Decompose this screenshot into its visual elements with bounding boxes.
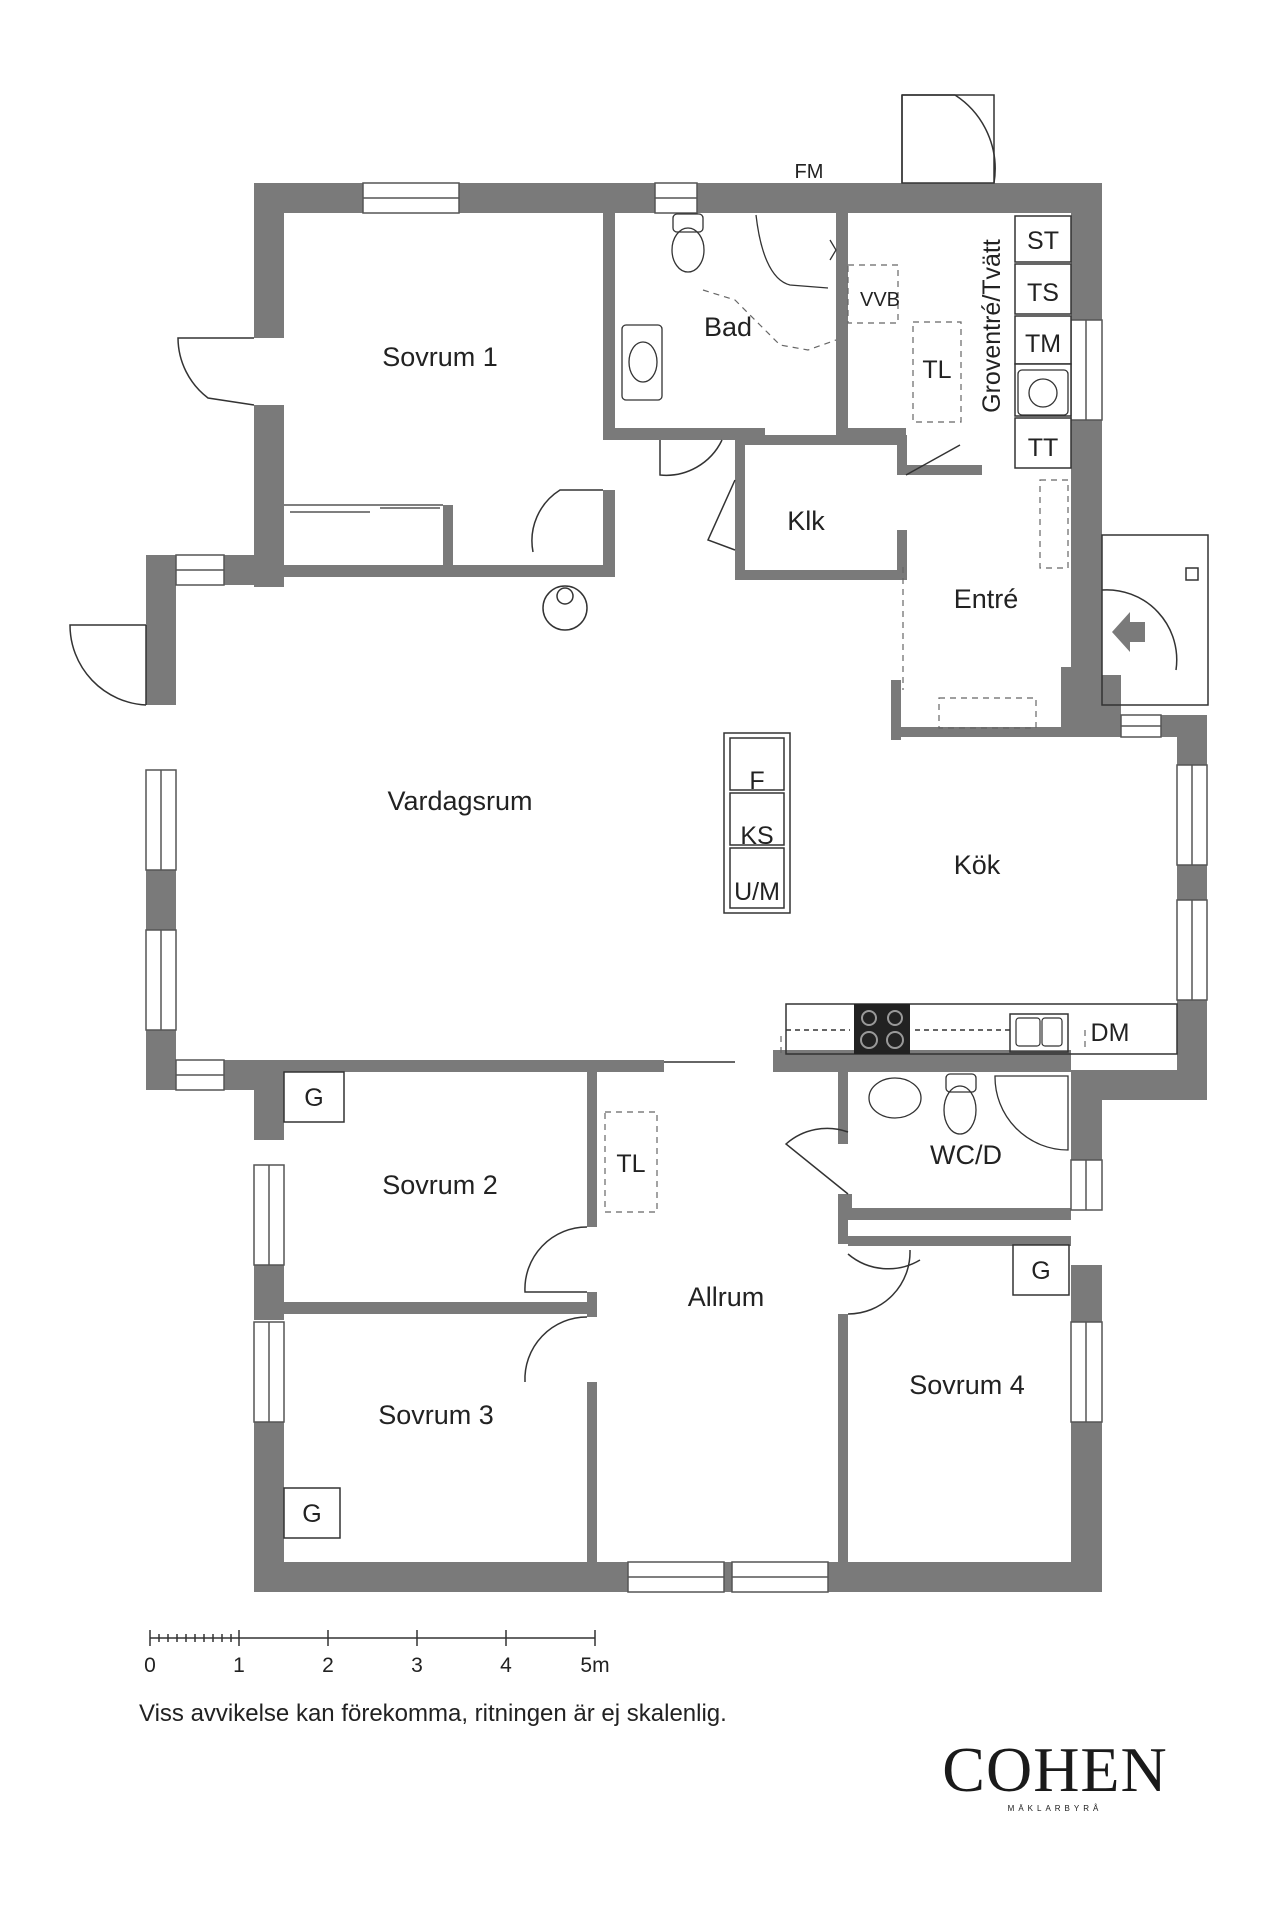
label-vvb: VVB bbox=[860, 289, 900, 311]
room-groventre: Groventré/Tvätt bbox=[978, 239, 1006, 413]
shower-icon bbox=[994, 1075, 1069, 1151]
entrance-arrow-icon bbox=[1112, 612, 1145, 652]
label-um: U/M bbox=[734, 878, 780, 906]
label-tl-upper: TL bbox=[922, 356, 951, 384]
scale-label-3: 3 bbox=[411, 1654, 423, 1677]
wardrobes bbox=[283, 1071, 1070, 1539]
label-f: F bbox=[749, 767, 764, 795]
room-entre: Entré bbox=[954, 584, 1019, 614]
room-sovrum1: Sovrum 1 bbox=[382, 342, 498, 372]
laundry-column bbox=[1014, 215, 1072, 469]
room-bad: Bad bbox=[704, 312, 752, 342]
sovrum1-wardrobe bbox=[284, 504, 443, 513]
interior-walls bbox=[284, 213, 1081, 1562]
room-klk: Klk bbox=[787, 506, 825, 536]
label-st: ST bbox=[1027, 227, 1059, 255]
logo-wordmark: COHEN bbox=[942, 1734, 1168, 1805]
room-vardagsrum: Vardagsrum bbox=[387, 786, 532, 816]
bathroom-fixtures bbox=[621, 213, 1069, 1151]
kitchen-sink-icon bbox=[1015, 1017, 1063, 1047]
room-allrum: Allrum bbox=[688, 1282, 765, 1312]
dashed-outlines bbox=[604, 264, 1086, 1213]
label-ts: TS bbox=[1027, 279, 1059, 307]
sink-bad-icon bbox=[621, 324, 663, 401]
label-dm: DM bbox=[1091, 1019, 1130, 1047]
scale-bar bbox=[149, 1630, 596, 1646]
label-g-sovrum4: G bbox=[1031, 1257, 1050, 1285]
toilet-wc-icon bbox=[943, 1085, 977, 1135]
cohen-logo: COHEN MÄKLARBYRÅ bbox=[935, 1734, 1175, 1814]
room-wcd: WC/D bbox=[930, 1140, 1002, 1170]
label-g-sovrum3: G bbox=[302, 1500, 321, 1528]
label-ks: KS bbox=[740, 822, 773, 850]
kitchen-island bbox=[723, 732, 791, 914]
label-g-sovrum2: G bbox=[304, 1084, 323, 1112]
doors bbox=[69, 94, 1178, 1383]
scale-label-0: 0 bbox=[144, 1654, 156, 1677]
sink-laundry-icon bbox=[1017, 369, 1069, 416]
scale-label-1: 1 bbox=[233, 1654, 245, 1677]
label-tl-lower: TL bbox=[616, 1150, 645, 1178]
scale-label-5: 5m bbox=[580, 1654, 609, 1677]
room-sovrum3: Sovrum 3 bbox=[378, 1400, 494, 1430]
kitchen-counter bbox=[785, 1003, 1178, 1055]
scale-label-2: 2 bbox=[322, 1654, 334, 1677]
drain-icon bbox=[542, 585, 588, 631]
cooktop-icon bbox=[854, 1004, 910, 1054]
disclaimer-text: Viss avvikelse kan förekomma, ritningen … bbox=[139, 1700, 727, 1727]
room-kok: Kök bbox=[954, 850, 1001, 880]
label-tm: TM bbox=[1025, 330, 1061, 358]
windows bbox=[145, 182, 1208, 1593]
entrance-porch bbox=[1101, 534, 1209, 706]
sink-wc-icon bbox=[868, 1077, 922, 1119]
scale-label-4: 4 bbox=[500, 1654, 512, 1677]
logo-subtitle: MÄKLARBYRÅ bbox=[1007, 1804, 1103, 1813]
label-tt: TT bbox=[1028, 434, 1059, 462]
room-sovrum4: Sovrum 4 bbox=[909, 1370, 1025, 1400]
label-fm: FM bbox=[795, 161, 824, 183]
room-sovrum2: Sovrum 2 bbox=[382, 1170, 498, 1200]
toilet-bad-icon bbox=[671, 227, 705, 273]
